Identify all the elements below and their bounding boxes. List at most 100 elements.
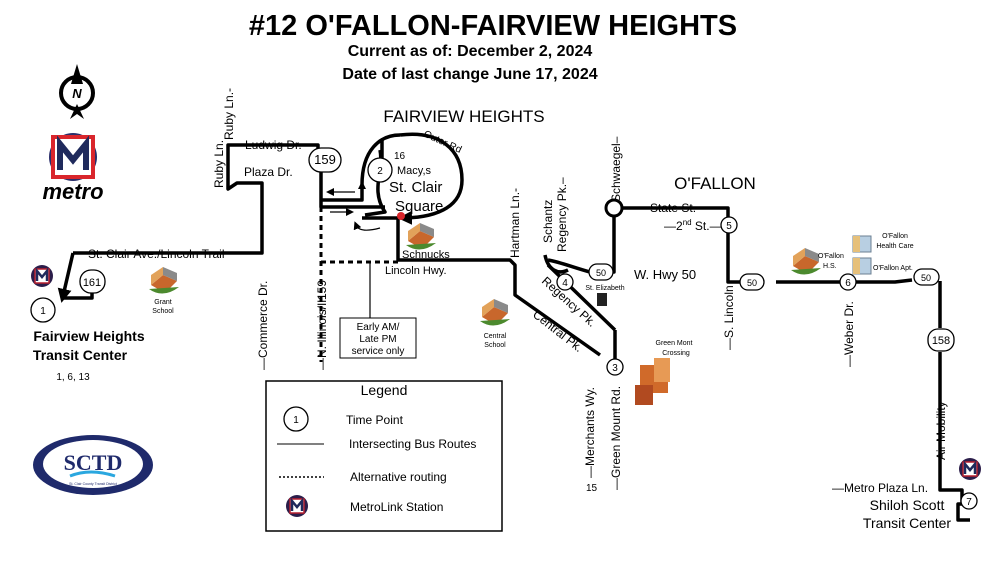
school-icon <box>480 299 510 326</box>
svg-text:7: 7 <box>966 497 972 508</box>
schnucks-label: Schnucks <box>402 249 450 261</box>
metrolink-station-icon <box>29 263 55 289</box>
time-point-3: 3 <box>606 358 624 376</box>
svg-text:161: 161 <box>83 277 101 289</box>
route-16-label: 16 <box>394 151 406 162</box>
route-shield-161: 161 <box>79 269 106 294</box>
ofallon-hs-label: O'Fallon <box>818 253 844 260</box>
street-ruby-ln: Ruby Ln. <box>212 140 226 188</box>
route-shield-50: 50 <box>739 273 765 291</box>
area-ofallon: O'FALLON <box>674 174 756 193</box>
fairview-tc-routes: 1, 6, 13 <box>56 372 90 383</box>
area-fairview-heights: FAIRVIEW HEIGHTS <box>383 107 544 126</box>
transfer-node <box>604 198 624 218</box>
st-clair-square-label: St. Clair <box>389 179 442 196</box>
svg-text:service only: service only <box>352 346 405 357</box>
metrolink-station-icon <box>284 493 310 519</box>
time-point-7: 7 <box>960 492 978 510</box>
street-st-clair-ave: St. Clair Ave./Lincoln Trail <box>88 247 225 261</box>
health-care-label: O'Fallon <box>882 233 908 240</box>
ofallon-hs-label-2: H.S. <box>823 263 837 270</box>
svg-text:1: 1 <box>293 415 299 426</box>
route-15-label: 15 <box>586 483 598 494</box>
svg-text:3: 3 <box>612 363 618 374</box>
street-green-mount: —Green Mount Rd. <box>609 386 623 490</box>
route-shield-50: 50 <box>588 263 614 281</box>
metrolink-station-icon <box>957 456 983 482</box>
alternative-routing-line <box>319 207 398 362</box>
street-metro-plaza: —Metro Plaza Ln. <box>832 481 928 495</box>
early-late-callout: Early AM/ Late PM service only <box>339 317 417 359</box>
legend-alternative-routing: Alternative routing <box>350 470 447 484</box>
street-merchants: —Merchants Wy. <box>583 387 597 478</box>
fairview-tc-label: Fairview Heights <box>33 328 144 344</box>
street-lincoln-hwy: Lincoln Hwy. <box>385 265 447 277</box>
time-points: 1 2 3 4 5 6 7 <box>30 157 978 510</box>
central-school-label: Central <box>484 333 507 340</box>
map-title: #12 O'FALLON-FAIRVIEW HEIGHTS <box>249 10 737 42</box>
street-n-illinois: —N. Illinois/Il159 <box>315 280 329 370</box>
svg-text:N: N <box>72 86 82 101</box>
street-w-hwy-50: W. Hwy 50 <box>634 267 696 282</box>
health-care-label-2: Health Care <box>876 243 913 250</box>
street-ruby-ln-2: Ruby Ln.- <box>222 88 236 140</box>
street-weber: —Weber Dr. <box>842 301 856 367</box>
green-mont-label: Green Mont <box>656 340 693 347</box>
st-clair-arrows <box>326 188 381 231</box>
shopping-center-icon <box>635 358 670 405</box>
time-point-2: 2 <box>367 157 393 183</box>
store-icon <box>406 223 436 250</box>
street-ludwig: Ludwig Dr. <box>245 138 302 152</box>
school-icon <box>791 248 821 275</box>
legend-time-point: Time Point <box>346 413 404 427</box>
street-labels: Ruby Ln. Ruby Ln.- Ludwig Dr. Plaza Dr. … <box>88 88 948 495</box>
metro-logo: metro <box>42 133 104 204</box>
street-regency-pk-vertical: Regency Pk.– <box>555 177 569 252</box>
svg-text:2: 2 <box>377 166 383 177</box>
route-shield-50: 50 <box>913 268 940 286</box>
macys-label: Macy,s <box>397 165 432 177</box>
street-state-st: State St. <box>650 201 696 215</box>
svg-text:Early AM/: Early AM/ <box>357 322 400 333</box>
svg-text:6: 6 <box>845 278 851 289</box>
street-s-lincoln: —S. Lincoln <box>722 285 736 350</box>
route-shield-158: 158 <box>927 328 955 352</box>
last-change-date: Date of last change June 17, 2024 <box>342 66 597 83</box>
green-mont-label-2: Crossing <box>662 350 690 357</box>
central-school-label-2: School <box>484 342 506 349</box>
legend: Legend 1 Time Point Intersecting Bus Rou… <box>265 380 503 532</box>
legend-intersecting-routes: Intersecting Bus Routes <box>349 437 476 451</box>
current-as-of: Current as of: December 2, 2024 <box>348 43 593 60</box>
legend-metrolink: MetroLink Station <box>350 500 443 514</box>
time-point-5: 5 <box>720 216 738 234</box>
street-air-mobility: Air Mobility <box>934 401 948 460</box>
shiloh-tc-label: Shiloh Scott <box>870 497 945 513</box>
apartment-icon <box>852 257 872 275</box>
st-elizabeth-label: St. Elizabeth <box>585 285 624 292</box>
svg-text:metro: metro <box>42 179 103 204</box>
time-point-6: 6 <box>839 273 857 291</box>
svg-text:4: 4 <box>562 278 568 289</box>
route-shields: 159 161 50 50 50 158 <box>79 147 955 352</box>
street-schwaegel: Schwaegel– <box>609 136 623 202</box>
svg-text:5: 5 <box>726 221 732 232</box>
street-plaza: Plaza Dr. <box>244 165 293 179</box>
health-care-icon <box>852 235 872 253</box>
hospital-icon <box>597 293 607 306</box>
svg-text:158: 158 <box>932 335 950 347</box>
school-icon <box>149 267 179 294</box>
stop-icon <box>397 212 405 220</box>
fairview-tc-label-2: Transit Center <box>33 347 128 363</box>
street-commerce: —Commerce Dr. <box>256 281 270 370</box>
grant-school-label-2: School <box>152 308 174 315</box>
st-clair-square-label-2: Square <box>395 198 443 215</box>
north-arrow-icon: N <box>59 64 95 119</box>
svg-text:50: 50 <box>921 273 931 283</box>
time-point-4: 4 <box>556 273 574 291</box>
time-point-1: 1 <box>30 297 56 323</box>
street-outer-rd: Outer Rd <box>422 129 463 156</box>
svg-text:St. Clair County Transit Distr: St. Clair County Transit District <box>69 482 117 486</box>
shiloh-tc-label-2: Transit Center <box>863 515 952 531</box>
street-schantz: Schantz <box>541 200 555 243</box>
